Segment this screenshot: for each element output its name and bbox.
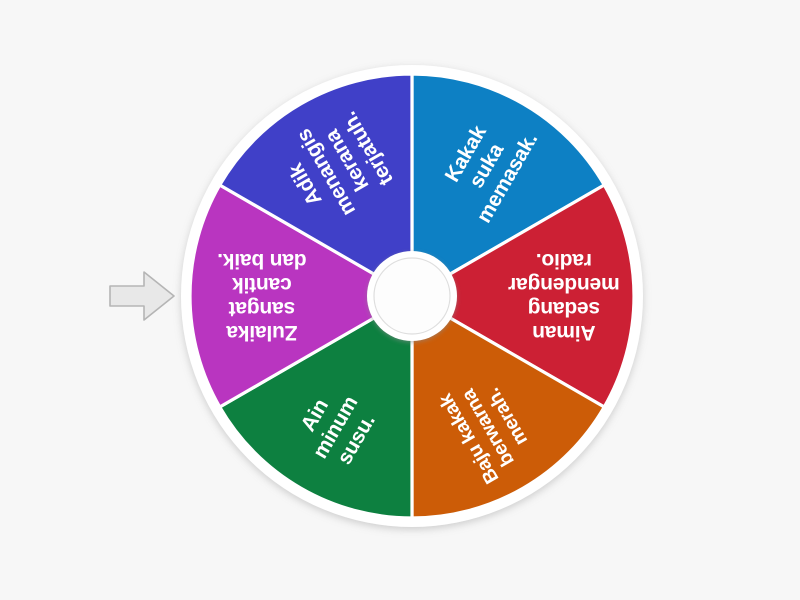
segment-label-line: Zulaika <box>226 321 297 344</box>
segment-label-text: Ainminumsusu. <box>288 380 383 474</box>
segment-label-line: cantik <box>232 273 292 296</box>
segment-label-line: Aiman <box>532 321 595 344</box>
wheel-segment-green[interactable] <box>218 294 414 520</box>
pointer-arrow-icon <box>109 271 175 321</box>
wheel-segment-magenta[interactable] <box>188 183 414 409</box>
segment-label-text: Zulaikasangatcantikdan baik. <box>217 249 306 344</box>
segment-label-line: dan baik. <box>217 249 306 272</box>
wheel-segment-blue[interactable] <box>410 72 606 298</box>
segment-label-line: sedang <box>528 297 600 320</box>
segment-label-line: mendengar <box>508 273 619 296</box>
segment-label-group: Zulaikasangatcantikdan baik. <box>217 249 306 344</box>
wheel-segment-violet[interactable] <box>218 72 414 298</box>
segment-label-group: Ainminumsusu. <box>288 380 383 474</box>
segment-label-text: Aimansedangmendengarradio. <box>508 249 619 344</box>
wheel-segments[interactable] <box>188 72 636 520</box>
spinner-wheel[interactable]: Kakaksukamemasak.Aimansedangmendengarrad… <box>178 62 646 530</box>
wheel-segment-orange[interactable] <box>410 294 606 520</box>
segment-label-line: radio. <box>536 249 592 272</box>
wheel-pointer-arrow <box>109 271 175 321</box>
wheel-graphic[interactable]: Kakaksukamemasak.Aimansedangmendengarrad… <box>178 62 646 530</box>
wheel-segment-red[interactable] <box>410 183 636 409</box>
segment-label-group: Aimansedangmendengarradio. <box>508 249 619 344</box>
wheel-hub-center[interactable] <box>373 257 451 335</box>
segment-label-line: sangat <box>229 297 296 320</box>
